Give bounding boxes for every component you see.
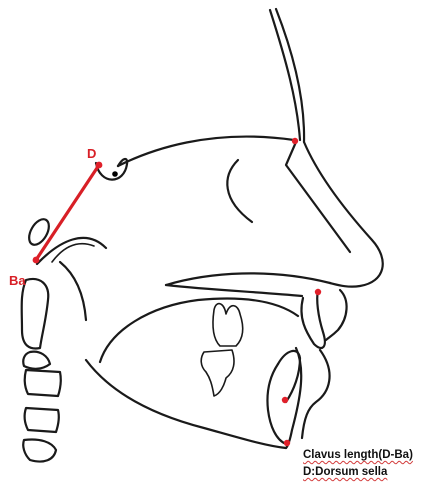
vertebra-c3 — [25, 370, 61, 396]
landmark-nasion-dot — [292, 138, 298, 144]
vertebra-c5 — [23, 439, 56, 461]
upper-lip — [326, 290, 347, 340]
upper-incisor — [301, 290, 324, 348]
landmark-menton-dot — [284, 440, 290, 446]
label-basion-point: Ba — [9, 273, 26, 288]
odontoid-process — [22, 279, 49, 348]
lower-incisor — [278, 351, 300, 402]
palatal-lower — [166, 285, 302, 296]
label-dorsum-sella-point: D — [87, 146, 96, 161]
vertebra-c4 — [25, 408, 59, 432]
mandible-occlusal — [100, 299, 298, 362]
landmark-anterior-nasal-dot — [315, 289, 321, 295]
vertebra-c2-body — [23, 352, 50, 369]
landmark-dorsum-sella-dot — [96, 162, 103, 169]
palatal-plane — [166, 273, 330, 285]
sella-center-dot — [112, 171, 118, 177]
nasal-bone-outer — [270, 10, 300, 140]
caption-dorsum-sella: D:Dorsum sella — [303, 466, 387, 478]
nose-profile — [304, 142, 383, 287]
orbit-outline — [227, 160, 252, 222]
clivus-length-line — [36, 165, 99, 260]
upper-molar — [213, 304, 243, 346]
landmark-basion-dot — [33, 257, 40, 264]
symphysis-inner — [267, 364, 286, 444]
landmark-lower-incisor-dot — [282, 397, 288, 403]
mandible-lower-border — [86, 360, 286, 448]
lower-lip-chin — [302, 350, 330, 438]
lower-molar — [201, 350, 234, 396]
cranial-base-roof — [118, 137, 294, 166]
caption-clavus-length: Clavus length(D-Ba) — [303, 449, 413, 461]
nasal-floor — [286, 142, 350, 252]
ramus-posterior — [60, 262, 86, 320]
